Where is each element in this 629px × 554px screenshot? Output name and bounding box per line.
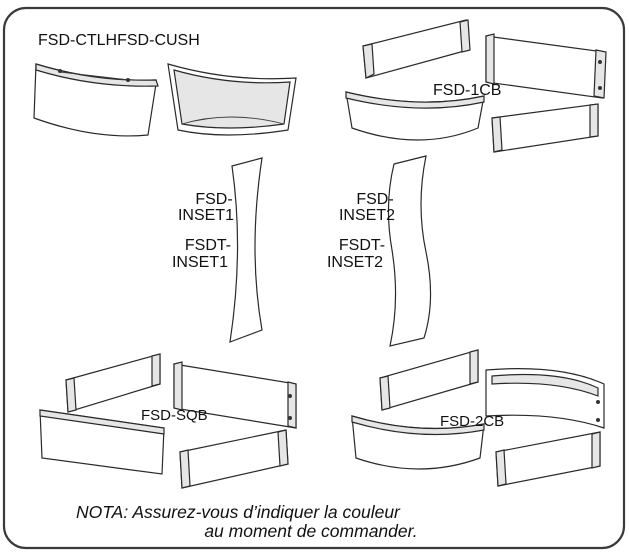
label-inset2-a2: INSET2 (339, 207, 395, 224)
one-cb-left-panel (362, 19, 471, 79)
two-cb-left-panel (379, 349, 479, 411)
note-line-2: au moment de commander. (204, 521, 417, 541)
sqb-front-panel (39, 409, 165, 475)
sqb-right-panel (173, 361, 297, 429)
note-line-1: NOTA: Assurez-vous d’indiquer la couleur (76, 502, 401, 522)
label-inset1-a1: FSD- (195, 191, 232, 208)
one-cb-curved-front (345, 91, 485, 141)
sqb-rear-panel (179, 429, 289, 489)
sqb-left-panel (65, 353, 161, 413)
two-cb-rear-panel (495, 431, 601, 487)
label-two-cb: FSD-2CB (440, 413, 504, 430)
cushion-curved-back (167, 63, 297, 136)
inset2-panel (387, 155, 432, 347)
label-inset2-a1: FSD- (356, 191, 393, 208)
diagram-frame (2, 6, 626, 550)
label-inset2-b2: INSET2 (327, 254, 383, 271)
one-cb-right-panel (485, 33, 607, 99)
one-cb-rear-panel (491, 103, 599, 153)
cushion-curved-front (33, 63, 159, 137)
inset1-panel (229, 157, 263, 343)
two-cb-curved-back (485, 368, 605, 429)
label-inset2-b1: FSDT- (339, 237, 385, 254)
label-inset1-b2: INSET1 (172, 254, 228, 271)
label-inset1-a2: INSET1 (178, 207, 234, 224)
label-one-cb: FSD-1CB (433, 82, 501, 99)
two-cb-curved-front (351, 415, 485, 470)
label-sqb: FSD-SQB (141, 407, 208, 424)
label-cushion: FSD-CTLHFSD-CUSH (38, 32, 200, 49)
label-inset1-b1: FSDT- (185, 237, 231, 254)
